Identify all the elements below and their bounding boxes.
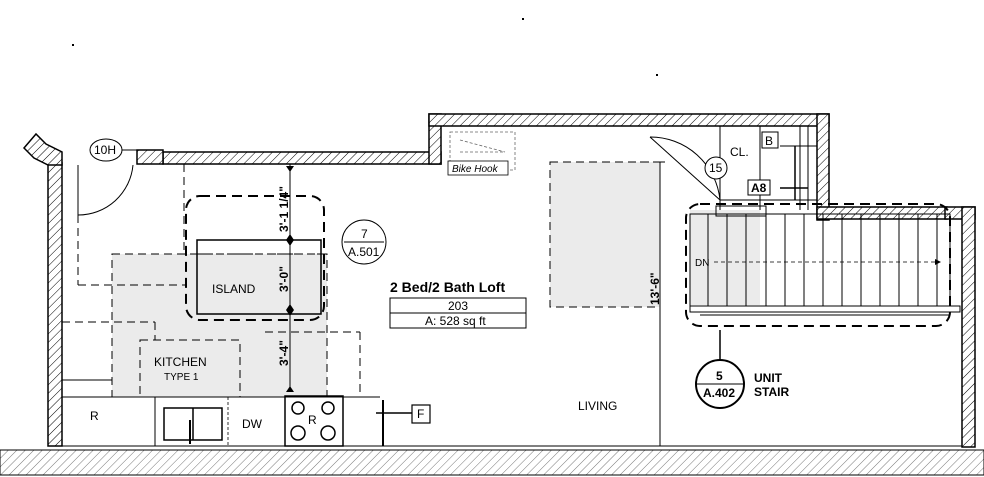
- unit-number: 203: [448, 299, 468, 313]
- floor-slab: [0, 449, 984, 476]
- exterior-walls: [22, 113, 976, 448]
- closet-rod: [780, 146, 808, 200]
- shaded-zones: [112, 162, 760, 397]
- closet-label: CL.: [730, 145, 749, 159]
- section-tag-stair: [695, 330, 745, 409]
- living-label: LIVING: [578, 399, 617, 413]
- dimension-lines: [250, 161, 665, 392]
- refrigerator-label: R: [90, 409, 99, 423]
- kitchen-label: KITCHEN: [154, 355, 207, 369]
- range-label: R: [308, 413, 317, 427]
- unit-area: A: 528 sq ft: [425, 314, 486, 328]
- island-counter: [196, 239, 322, 315]
- box-f-label: F: [417, 407, 424, 421]
- box-b-label: B: [765, 134, 773, 148]
- door-tag-10h-label: 10H: [94, 143, 116, 157]
- dishwasher-label: DW: [242, 417, 263, 431]
- section-tag-island-num: 7: [361, 227, 368, 241]
- box-b: [761, 131, 779, 149]
- dimension-ticks: [286, 166, 294, 392]
- unit-stair: [685, 203, 961, 327]
- door-swings: [77, 136, 721, 216]
- box-a8-label: A8: [751, 181, 767, 195]
- box-a8: [747, 179, 771, 196]
- island-outline: [185, 195, 325, 321]
- unit-stair-label-2: STAIR: [754, 385, 789, 399]
- dim-island-depth: 3'-0": [277, 266, 291, 292]
- unit-title: 2 Bed/2 Bath Loft: [390, 279, 505, 295]
- sink: [163, 407, 223, 441]
- kitchen-type-label: TYPE 1: [164, 372, 199, 383]
- dim-island-bottom: 3'-4": [277, 340, 291, 366]
- dim-island-top: 3'-1 1/4": [277, 186, 291, 232]
- section-tag-stair-num: 5: [716, 369, 723, 383]
- section-tag-island-sheet: A.501: [348, 245, 380, 259]
- box-f: [411, 404, 431, 424]
- dim-living-depth: 13'-6": [648, 272, 662, 305]
- door-tag-15: [704, 156, 728, 180]
- stray-marks: [72, 18, 658, 76]
- bike-hook-label: Bike Hook: [452, 164, 499, 175]
- section-tag-island: [341, 219, 387, 265]
- section-tag-stair-sheet: A.402: [703, 386, 735, 400]
- range: [284, 395, 344, 447]
- door-tag-15-label: 15: [709, 161, 723, 175]
- stair-dn-label: DN: [695, 258, 709, 269]
- island-label: ISLAND: [212, 282, 256, 296]
- unit-stair-label-1: UNIT: [754, 371, 783, 385]
